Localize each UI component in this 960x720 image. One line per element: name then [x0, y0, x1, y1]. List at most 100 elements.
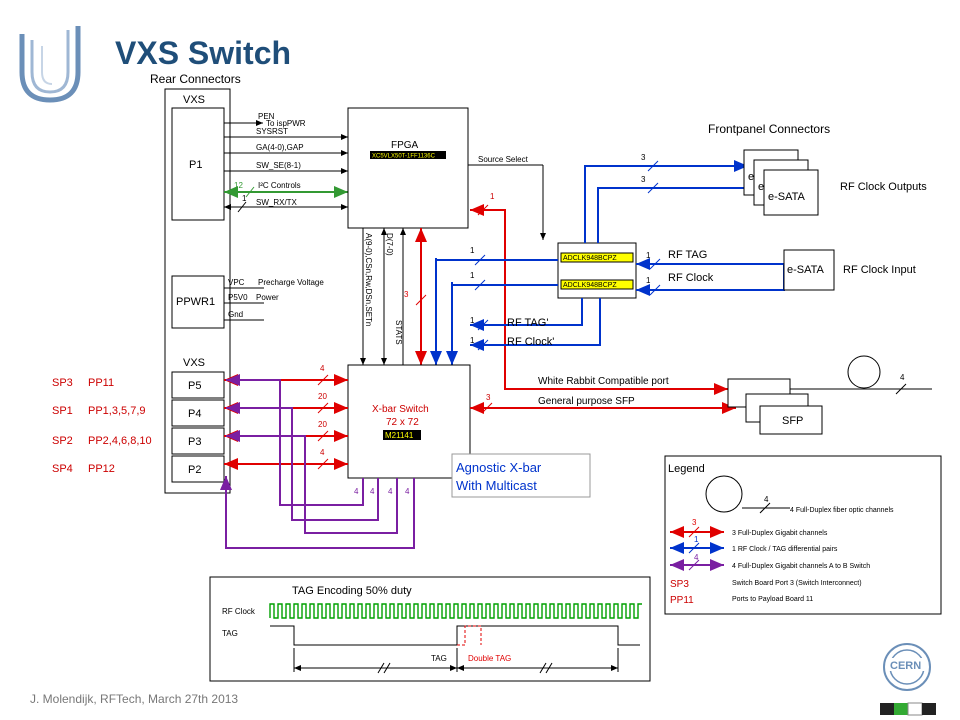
- xbar-note-line: With Multicast: [456, 478, 537, 493]
- slot-sp-label: SP4: [52, 463, 73, 475]
- clock-chip-block: [557, 242, 637, 299]
- rf-clock-label: RF Clock: [668, 272, 714, 284]
- timing-diagram-box: [209, 576, 651, 682]
- xbar-part-highlight: [383, 430, 421, 440]
- fpga-bus-label: A(9-0),CSn,Rw,DSn,SETn: [364, 233, 373, 326]
- general-sfp-slash: [481, 402, 493, 414]
- p2-connector: [171, 455, 225, 483]
- p3-connector: [171, 427, 225, 455]
- fpga-xbar-buses: [360, 228, 406, 365]
- legend-sp3-label: SP3: [670, 579, 689, 590]
- clock-count: 1: [470, 246, 475, 255]
- white-rabbit-count: 1: [490, 192, 495, 201]
- clock-chip-label: ADCLK948BCPZ: [563, 282, 617, 289]
- clock-count: 1: [470, 271, 475, 280]
- clock-count: 1: [470, 336, 475, 345]
- white-rabbit-slash: [477, 204, 489, 216]
- slot-link-slashes: [317, 374, 329, 470]
- frontpanel-header: Frontpanel Connectors: [708, 122, 830, 136]
- esata-input-connector: [783, 249, 835, 291]
- legend-item-text: 1 RF Clock / TAG differential pairs: [732, 546, 838, 553]
- p1-label: P1: [189, 159, 202, 171]
- legend-item-text: 4 Full-Duplex Gigabit channels A to B Sw…: [732, 563, 870, 570]
- fpga-title: FPGA: [391, 140, 419, 151]
- fpga-xbar-red-slash: [415, 294, 427, 306]
- p3-label: P3: [188, 436, 201, 448]
- xbar-note-line: Agnostic X-bar: [456, 460, 542, 475]
- slot-link-count: 4: [320, 364, 325, 373]
- p1-signal-label: SW_SE(8-1): [256, 161, 301, 170]
- purple-ab-links: [220, 374, 415, 549]
- legend-count: 4: [764, 495, 769, 504]
- timing-double-tag: Double TAG: [468, 654, 511, 663]
- legend-slash: [688, 526, 700, 538]
- white-rabbit-label: White Rabbit Compatible port: [538, 376, 669, 387]
- university-logo: [19, 26, 81, 103]
- clock-chip-highlight: [560, 252, 634, 263]
- rf-tag-prime-label: RF TAG': [507, 317, 548, 329]
- rf-input-label: RF Clock Input: [843, 264, 916, 276]
- double-tag-waveform: [457, 625, 482, 646]
- rxtx-count-label: 1: [242, 194, 247, 203]
- cern-logo: CERN: [883, 643, 931, 691]
- fpga-part-number: XC5VLX50T-1FF1136C: [372, 154, 436, 160]
- i2c-count-label: 12: [234, 181, 243, 190]
- timing-tag-label: TAG: [222, 629, 238, 638]
- esata-connector: [763, 169, 819, 216]
- esata-label: e-SATA: [768, 191, 806, 203]
- slot-sp-label: SP1: [52, 405, 73, 417]
- p1-connector: [171, 107, 225, 221]
- fpga-bus-label: STATS: [394, 320, 403, 345]
- ppwr1-label: PPWR1: [176, 296, 215, 308]
- slot-sp-label: SP2: [52, 435, 73, 447]
- slot-sp-label: SP3: [52, 377, 73, 389]
- clock-count: 1: [646, 276, 651, 285]
- slot-pp-label: PP2,4,6,8,10: [88, 435, 152, 447]
- fpga-bus-label: D(7-0): [385, 233, 394, 256]
- clock-count: 1: [470, 316, 475, 325]
- timing-rf-clock-label: RF Clock: [222, 607, 256, 616]
- p1-signal-label: I²C Controls: [258, 181, 301, 190]
- xbar-note-box: [451, 453, 591, 498]
- legend-slash: [688, 542, 700, 554]
- legend-sp3-text: Switch Board Port 3 (Switch Interconnect…: [732, 580, 862, 587]
- rear-connectors-header: Rear Connectors: [150, 72, 241, 86]
- slot-pp-label: PP11: [88, 377, 114, 389]
- purple-count: 4: [370, 487, 375, 496]
- p2-label: P2: [188, 464, 201, 476]
- power-net-label: VPC: [228, 278, 245, 287]
- slot-link-count: 20: [318, 392, 327, 401]
- general-sfp-label: General purpose SFP: [538, 396, 635, 407]
- power-net-label: P5V0: [228, 293, 248, 302]
- purple-count: 4: [388, 487, 393, 496]
- p1-signal-label: SYSRST: [256, 127, 288, 136]
- legend-item-text: 4 Full-Duplex fiber optic channels: [790, 507, 894, 514]
- fpga-block: [347, 107, 469, 229]
- timing-tag-bottom: TAG: [431, 654, 447, 663]
- clock-line-slashes: [474, 160, 661, 351]
- xbar-switch-block: [347, 364, 471, 479]
- p4-connector: [171, 399, 225, 427]
- p4-label: P4: [188, 408, 201, 420]
- p1-signal-label: SW_RX/TX: [256, 198, 298, 207]
- clock-chip-highlight: [560, 279, 634, 290]
- legend-count: 3: [692, 518, 697, 527]
- legend-count: 4: [694, 553, 699, 562]
- slide-footer: J. Molendijk, RFTech, March 27th 2013: [30, 692, 238, 706]
- i2c-slash: [245, 186, 255, 198]
- rf-outputs-label: RF Clock Outputs: [840, 181, 927, 193]
- slot-link-count: 20: [318, 420, 327, 429]
- legend-item-text: 3 Full-Duplex Gigabit channels: [732, 530, 828, 537]
- power-lines: [224, 287, 264, 321]
- tag-waveform: [270, 625, 640, 646]
- sfp-cage: [759, 405, 823, 435]
- purple-count: 4: [354, 487, 359, 496]
- legend-count: 1: [694, 535, 699, 544]
- rf-tag-label: RF TAG: [668, 249, 707, 261]
- timing-dimension: [293, 648, 619, 674]
- power-desc-label: Power: [256, 293, 279, 302]
- legend-slash: [759, 502, 771, 514]
- slide-title: VXS Switch: [115, 35, 291, 71]
- xbar-size: 72 x 72: [386, 417, 419, 428]
